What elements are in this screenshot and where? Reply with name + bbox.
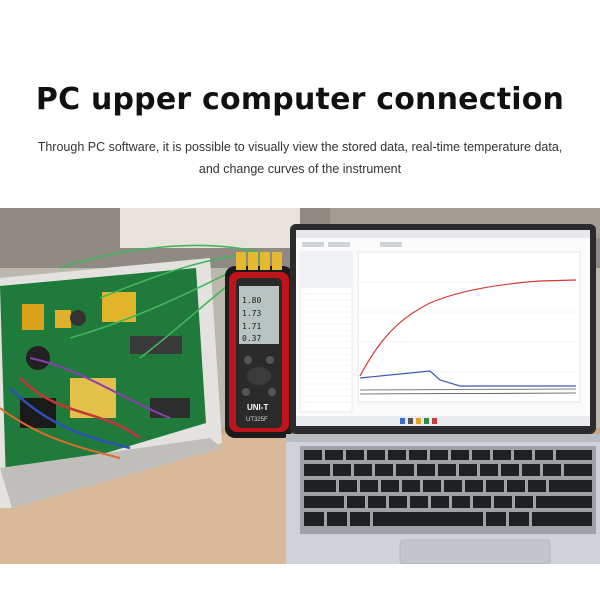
- subtitle-line-2: and change curves of the instrument: [198, 162, 402, 176]
- trackpad: [399, 539, 551, 564]
- subtitle-line-1: Through PC software, it is possible to v…: [37, 140, 563, 154]
- meter-button: [244, 356, 252, 364]
- curve-gray: [359, 388, 577, 391]
- taskbar: [296, 416, 590, 426]
- meter-model: UT325F: [246, 417, 268, 423]
- laptop: [286, 224, 600, 564]
- circuit-board: [0, 244, 271, 508]
- bottom-margin: [0, 564, 600, 600]
- curve-dark: [359, 392, 577, 395]
- meter-button: [242, 388, 250, 396]
- meter-button: [266, 356, 274, 364]
- curve-blue: [359, 370, 576, 387]
- thermometer-meter: 1.80 1.73 1.71 0.37 UNI-T UT325F: [225, 252, 293, 438]
- svg-text:1.80: 1.80: [242, 296, 261, 305]
- svg-text:1.73: 1.73: [242, 309, 261, 318]
- meter-button: [268, 388, 276, 396]
- product-photo: 1.80 1.73 1.71 0.37 UNI-T UT325F: [0, 208, 600, 564]
- svg-text:0.37: 0.37: [242, 334, 261, 343]
- meter-display: [239, 286, 279, 344]
- meter-brand: UNI-T: [247, 403, 268, 412]
- meter-dpad: [247, 367, 271, 385]
- curve-red: [359, 279, 577, 377]
- temperature-curve-chart: [357, 251, 581, 403]
- page-subtitle: Through PC software, it is possible to v…: [20, 136, 580, 180]
- page-title: PC upper computer connection: [35, 82, 565, 117]
- svg-text:1.71: 1.71: [242, 322, 261, 331]
